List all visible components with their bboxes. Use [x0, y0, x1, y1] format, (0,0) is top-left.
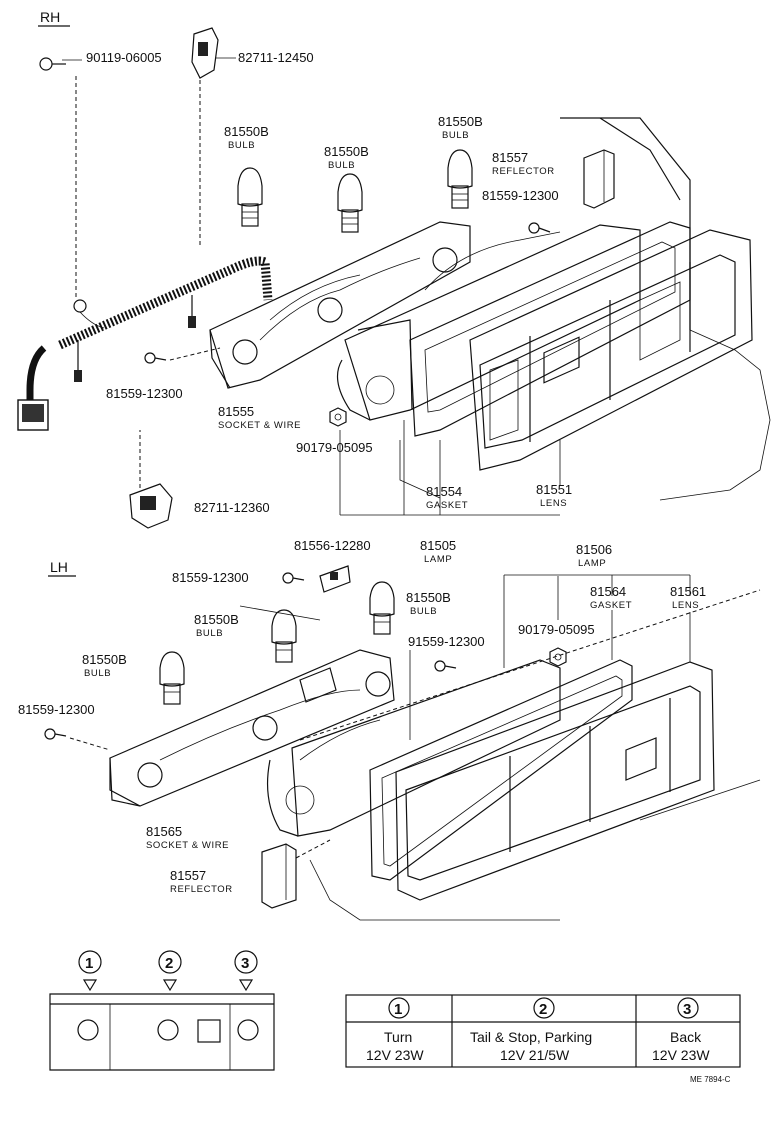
rh-bulb-b-desc: BULB [328, 160, 355, 171]
lh-bulb-icon-left [159, 651, 185, 705]
rh-gasket-desc: GASKET [426, 500, 468, 511]
rh-connector-top-label: 82711-12450 [238, 50, 314, 65]
bulb-legend-table: 1 2 3 Turn 12V 23W Tail & Stop, Parking … [345, 994, 741, 1068]
position-marker-3 [234, 950, 258, 974]
legend-col2-line2: 12V 21/5W [500, 1047, 570, 1063]
legend-col2-line1: Tail & Stop, Parking [470, 1029, 592, 1045]
rh-reflector-desc: REFLECTOR [492, 166, 555, 177]
lh-socket-wire-81565 [109, 649, 395, 807]
lh-lamp-desc: LAMP [578, 558, 606, 569]
rh-bulb-a-desc: BULB [228, 140, 255, 151]
lh-gasket-81564 [369, 659, 633, 881]
legend-col3-num: 3 [683, 1001, 691, 1018]
position-marker-1 [78, 950, 102, 974]
rh-lamp-body [336, 224, 641, 421]
lh-nut-label: 90179-05095 [518, 622, 595, 637]
footer-code: ME 7894-C [690, 1075, 731, 1084]
rh-lens-part: 81551 [536, 482, 572, 497]
rh-socket-wire-81555 [209, 221, 471, 389]
rh-wire-harness [17, 256, 273, 431]
position-marker-3-num: 3 [241, 955, 249, 972]
legend-col1-num: 1 [394, 1001, 402, 1018]
rh-lamp-part: 81505 [420, 538, 456, 553]
rh-screw-top-label: 90119-06005 [86, 50, 162, 65]
legend-col3-line2: 12V 23W [652, 1047, 710, 1063]
rh-screw-left-icon [144, 347, 221, 364]
lh-bulb-icon-top [369, 581, 395, 635]
position-marker-2-num: 2 [165, 955, 173, 972]
lh-bulb-icon-mid [271, 609, 297, 663]
legend-col2-num: 2 [539, 1001, 547, 1018]
lh-section-label: LH [50, 559, 68, 575]
rh-bulb-a-part: 81550B [224, 124, 269, 139]
rh-bulb-c-part: 81550B [438, 114, 483, 129]
lh-lens-81561 [395, 661, 715, 901]
rh-bulb-icon-2 [337, 173, 363, 233]
rh-socket-desc: SOCKET & WIRE [218, 420, 301, 431]
lh-bulb-left-part: 81550B [82, 652, 127, 667]
rh-gasket-part: 81554 [426, 484, 462, 499]
position-marker-1-num: 1 [85, 955, 93, 972]
rh-nut-icon [329, 407, 347, 427]
position-marker-2 [158, 950, 182, 974]
rh-screw-top-icon [39, 57, 77, 300]
rh-connector-top-icon [191, 27, 219, 245]
lh-screw-center-icon [434, 660, 457, 672]
lh-clip-label: 81556-12280 [294, 538, 371, 553]
lh-bulb-left-desc: BULB [84, 668, 111, 679]
rh-bulb-icon-3 [447, 149, 473, 209]
lh-lamp-part: 81506 [576, 542, 612, 557]
lh-leaders [239, 574, 691, 740]
rh-section-label: RH [40, 9, 60, 25]
rh-reflector-part: 81557 [492, 150, 528, 165]
lh-bulb-top-desc: BULB [410, 606, 437, 617]
lh-bulb-mid-part: 81550B [194, 612, 239, 627]
rh-bulb-c-desc: BULB [442, 130, 469, 141]
rh-screw-left-label: 81559-12300 [106, 386, 183, 401]
rh-connector-bottom-icon [129, 430, 173, 529]
lh-reflector-part: 81557 [170, 868, 206, 883]
legend-col1-line1: Turn [384, 1029, 412, 1045]
lh-reflector-desc: REFLECTOR [170, 884, 233, 895]
lh-screw-top-label: 81559-12300 [172, 570, 249, 585]
lh-lens-desc: LENS [672, 600, 699, 611]
rh-socket-part: 81555 [218, 404, 254, 419]
lh-gasket-desc: GASKET [590, 600, 632, 611]
lh-screw-center-label: 91559-12300 [408, 634, 485, 649]
legend-col3-line1: Back [670, 1029, 702, 1045]
lh-screw-top-icon [282, 572, 305, 584]
rh-connector-bottom-label: 82711-12360 [194, 500, 270, 515]
lh-bulb-mid-desc: BULB [196, 628, 223, 639]
position-lamp-diagram: 1 2 3 [49, 950, 275, 1071]
rh-lens-81551 [469, 229, 753, 471]
rh-screw-right-icon [528, 222, 551, 234]
rh-screw-right-label: 81559-12300 [482, 188, 559, 203]
lh-socket-desc: SOCKET & WIRE [146, 840, 229, 851]
rh-bulb-b-part: 81550B [324, 144, 369, 159]
lh-clip-icon [319, 565, 351, 593]
rh-leaders [62, 57, 561, 516]
rh-lens-desc: LENS [540, 498, 567, 509]
lh-screw-left-icon [44, 728, 111, 751]
lh-gasket-part: 81564 [590, 584, 626, 599]
rh-reflector-icon [583, 149, 615, 209]
rh-bulb-icon-1 [237, 167, 263, 227]
lh-lamp-body [266, 659, 561, 837]
rh-gasket-81554 [409, 221, 691, 437]
lh-bulb-top-part: 81550B [406, 590, 451, 605]
rh-vehicle-body [399, 117, 771, 501]
lh-reflector-icon [261, 839, 331, 909]
rh-nut-label: 90179-05095 [296, 440, 373, 455]
lh-lens-part: 81561 [670, 584, 706, 599]
lh-vehicle-body [299, 589, 761, 921]
legend-col1-line2: 12V 23W [366, 1047, 424, 1063]
lh-screw-left-label: 81559-12300 [18, 702, 95, 717]
lh-socket-part: 81565 [146, 824, 182, 839]
rh-lamp-desc: LAMP [424, 554, 452, 565]
lh-nut-icon [549, 647, 567, 667]
